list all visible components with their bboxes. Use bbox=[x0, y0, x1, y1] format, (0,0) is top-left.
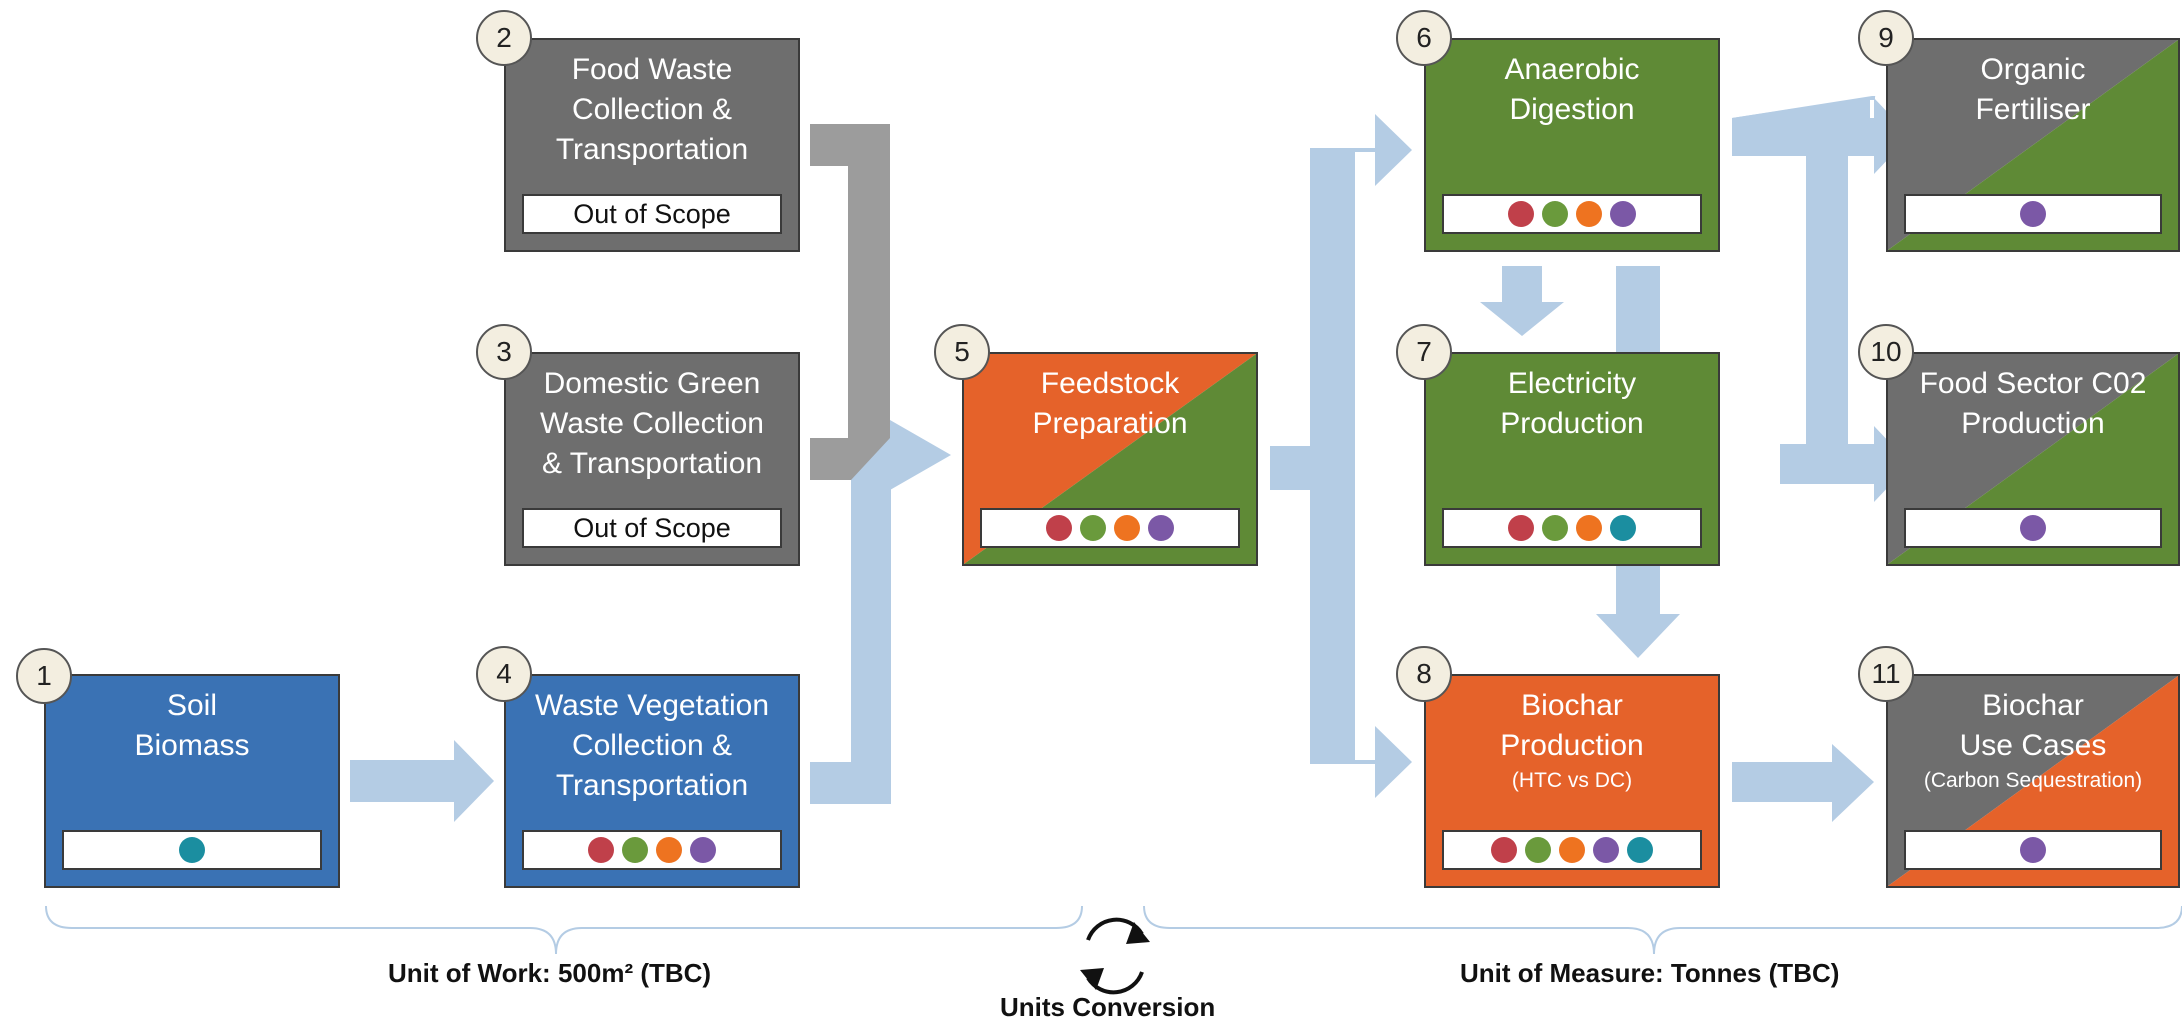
teal-dot-icon bbox=[179, 837, 205, 863]
units-conversion-label: Units Conversion bbox=[1000, 992, 1216, 1022]
green-dot-icon bbox=[622, 837, 648, 863]
gray-merge-connector bbox=[810, 124, 890, 480]
category-dots bbox=[1904, 508, 2162, 548]
node-food-sector-co2[interactable]: Food Sector C02 Production bbox=[1886, 352, 2180, 566]
step-number-badge: 11 bbox=[1858, 646, 1914, 702]
scope-label: Out of Scope bbox=[573, 512, 731, 543]
node-title: Waste Vegetation Collection & Transporta… bbox=[534, 689, 770, 802]
arrow-6-to-7 bbox=[1480, 266, 1564, 336]
node-title: Food Waste Collection & Transportation bbox=[555, 53, 749, 166]
brace-unit-of-measure bbox=[1143, 905, 2182, 955]
node-feedstock-preparation[interactable]: Feedstock Preparation bbox=[962, 352, 1258, 566]
orange-dot-icon bbox=[656, 837, 682, 863]
category-dots bbox=[1904, 194, 2162, 234]
purple-dot-icon bbox=[2020, 837, 2046, 863]
step-number-badge: 6 bbox=[1396, 10, 1452, 66]
purple-dot-icon bbox=[690, 837, 716, 863]
scope-panel: Out of Scope bbox=[522, 194, 782, 234]
orange-dot-icon bbox=[1576, 515, 1602, 541]
node-title: Biochar Use Cases bbox=[1959, 689, 2107, 762]
step-number-badge: 5 bbox=[934, 324, 990, 380]
scope-panel: Out of Scope bbox=[522, 508, 782, 548]
teal-dot-icon bbox=[1627, 837, 1653, 863]
arrow-1-to-4 bbox=[350, 740, 494, 822]
purple-dot-icon bbox=[1610, 201, 1636, 227]
node-domestic-green-waste[interactable]: Domestic Green Waste Collection & Transp… bbox=[504, 352, 800, 566]
node-subtitle: (Carbon Sequestration) bbox=[1923, 769, 2143, 792]
orange-dot-icon bbox=[1114, 515, 1140, 541]
category-dots bbox=[1442, 508, 1702, 548]
purple-dot-icon bbox=[1148, 515, 1174, 541]
node-electricity-production[interactable]: Electricity Production bbox=[1424, 352, 1720, 566]
step-number-badge: 9 bbox=[1858, 10, 1914, 66]
step-number-badge: 10 bbox=[1858, 324, 1914, 380]
node-title: Domestic Green Waste Collection & Transp… bbox=[540, 367, 764, 480]
green-dot-icon bbox=[1080, 515, 1106, 541]
category-dots bbox=[1442, 194, 1702, 234]
unit-of-work-label: Unit of Work: 500m² (TBC) bbox=[388, 958, 712, 988]
category-dots bbox=[980, 508, 1240, 548]
node-title: Soil Biomass bbox=[134, 689, 250, 762]
category-dots bbox=[1904, 830, 2162, 870]
node-organic-fertiliser[interactable]: Organic Fertiliser bbox=[1886, 38, 2180, 252]
orange-dot-icon bbox=[1576, 201, 1602, 227]
green-dot-icon bbox=[1542, 201, 1568, 227]
node-biochar-production[interactable]: Biochar Production (HTC vs DC) bbox=[1424, 674, 1720, 888]
unit-of-measure-label: Unit of Measure: Tonnes (TBC) bbox=[1460, 958, 1840, 988]
step-number-badge: 7 bbox=[1396, 324, 1452, 380]
node-soil-biomass[interactable]: Soil Biomass bbox=[44, 674, 340, 888]
green-dot-icon bbox=[1542, 515, 1568, 541]
arrow-5-split bbox=[1270, 114, 1412, 798]
node-title: Feedstock Preparation bbox=[1032, 367, 1188, 440]
purple-dot-icon bbox=[2020, 201, 2046, 227]
cycle-icon bbox=[1080, 917, 1150, 995]
node-title: Electricity Production bbox=[1500, 367, 1644, 440]
orange-dot-icon bbox=[1559, 837, 1585, 863]
category-dots bbox=[522, 830, 782, 870]
step-number-badge: 1 bbox=[16, 648, 72, 704]
node-title: Biochar Production bbox=[1500, 689, 1644, 762]
teal-dot-icon bbox=[1610, 515, 1636, 541]
green-dot-icon bbox=[1525, 837, 1551, 863]
node-anaerobic-digestion[interactable]: Anaerobic Digestion bbox=[1424, 38, 1720, 252]
brace-unit-of-work bbox=[45, 905, 1083, 955]
node-subtitle: (HTC vs DC) bbox=[1511, 769, 1633, 792]
arrow-8-to-11 bbox=[1732, 744, 1874, 822]
step-number-badge: 2 bbox=[476, 10, 532, 66]
purple-dot-icon bbox=[1593, 837, 1619, 863]
node-biochar-use-cases[interactable]: Biochar Use Cases (Carbon Sequestration) bbox=[1886, 674, 2180, 888]
node-title: Organic Fertiliser bbox=[1975, 53, 2091, 126]
node-title: Food Sector C02 Production bbox=[1919, 367, 2147, 440]
node-food-waste-collection[interactable]: Food Waste Collection & Transportation O… bbox=[504, 38, 800, 252]
category-dots bbox=[62, 830, 322, 870]
red-dot-icon bbox=[1491, 837, 1517, 863]
node-title: Anaerobic Digestion bbox=[1504, 53, 1640, 126]
node-waste-vegetation[interactable]: Waste Vegetation Collection & Transporta… bbox=[504, 674, 800, 888]
arrow-6-to-9-10 bbox=[1732, 96, 1875, 118]
red-dot-icon bbox=[1508, 515, 1534, 541]
category-dots bbox=[1442, 830, 1702, 870]
step-number-badge: 3 bbox=[476, 324, 532, 380]
red-dot-icon bbox=[1508, 201, 1534, 227]
step-number-badge: 4 bbox=[476, 646, 532, 702]
purple-dot-icon bbox=[2020, 515, 2046, 541]
red-dot-icon bbox=[1046, 515, 1072, 541]
scope-label: Out of Scope bbox=[573, 198, 731, 229]
red-dot-icon bbox=[588, 837, 614, 863]
step-number-badge: 8 bbox=[1396, 646, 1452, 702]
fan-out-6 bbox=[1732, 98, 1910, 502]
arrow-4-to-5 bbox=[810, 420, 951, 804]
